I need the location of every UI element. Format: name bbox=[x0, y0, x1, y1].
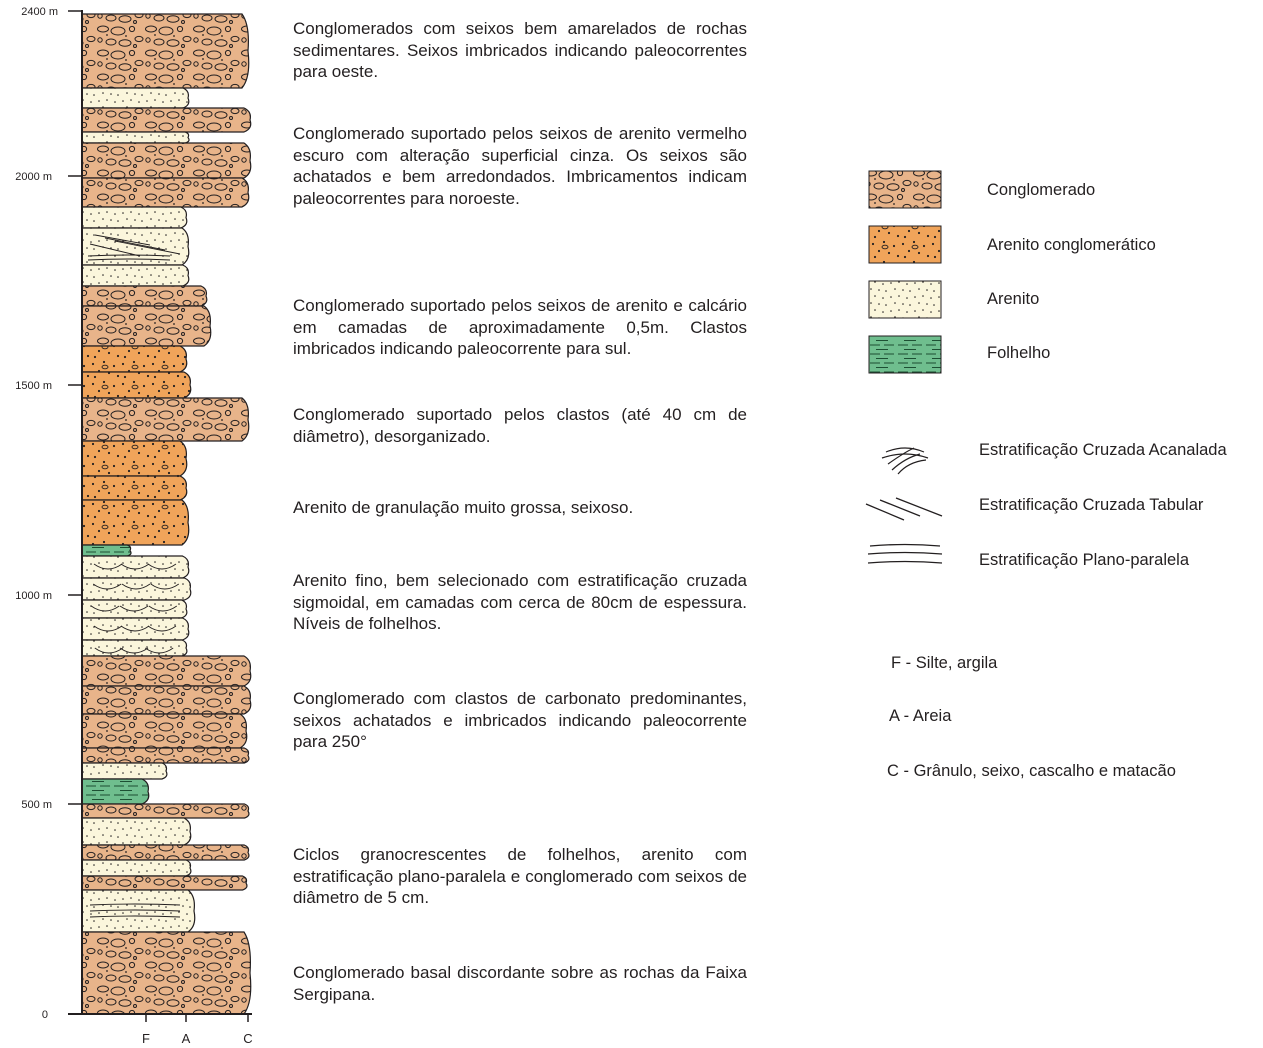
depth-tick-2000: 2000 m bbox=[15, 171, 82, 183]
conglomerate-layer bbox=[82, 286, 207, 306]
pebbly-sandstone-layer bbox=[82, 346, 187, 372]
conglomerate-layer bbox=[82, 876, 247, 890]
grain-tick-A: A bbox=[182, 1014, 191, 1046]
grain-size-legend-A: A - Areia bbox=[889, 707, 951, 726]
description-conglomerado-basal: Conglomerado basal discordante sobre as … bbox=[293, 962, 747, 1005]
conglomerate-layer bbox=[82, 714, 247, 748]
trough-cross-bedding-icon bbox=[882, 448, 928, 474]
description-arenito-seixoso: Arenito de granulação muito grossa, seix… bbox=[293, 497, 747, 519]
conglomerate-layer bbox=[82, 14, 249, 88]
description-conglomerado-arenito-vermelho: Conglomerado suportado pelos seixos de a… bbox=[293, 123, 747, 209]
legend-swatch-conglomerado bbox=[869, 171, 941, 208]
conglomerate-layer bbox=[82, 748, 249, 763]
description-ciclos-granocrescentes: Ciclos granocrescentes de folhelhos, are… bbox=[293, 844, 747, 909]
sandstone-layer bbox=[82, 132, 189, 143]
description-conglomerado-carbonato: Conglomerado com clastos de carbonato pr… bbox=[293, 688, 747, 753]
conglomerate-layer bbox=[82, 686, 251, 714]
sandstone-layer bbox=[82, 88, 189, 108]
conglomerate-layer bbox=[82, 398, 249, 441]
depth-tick-0: 0 bbox=[42, 1009, 48, 1021]
grain-size-legend-C: C - Grânulo, seixo, cascalho e matacão bbox=[887, 762, 1176, 781]
grain-label: C bbox=[243, 1031, 252, 1046]
shale-layer bbox=[82, 545, 131, 556]
pebbly-sandstone-layer bbox=[82, 476, 187, 500]
conglomerate-layer bbox=[82, 143, 251, 178]
grain-tick-C: C bbox=[243, 1014, 252, 1046]
lithology-layers bbox=[82, 14, 251, 1014]
tabular-cross-bedding-icon bbox=[866, 498, 942, 520]
sandstone-layer bbox=[82, 763, 167, 779]
legend-swatch-folhelho bbox=[869, 336, 941, 373]
sandstone-layer bbox=[82, 265, 189, 286]
pebbly-sandstone-layer bbox=[82, 441, 187, 476]
sandstone-layer bbox=[82, 618, 189, 640]
depth-tick-1000: 1000 m bbox=[15, 590, 82, 602]
depth-label: 1000 m bbox=[15, 590, 52, 602]
depth-label: 2000 m bbox=[15, 171, 52, 183]
description-conglomerado-arenito-calcario: Conglomerado suportado pelos seixos de a… bbox=[293, 295, 747, 360]
conglomerate-layer bbox=[82, 932, 251, 1014]
grain-tick-F: F bbox=[142, 1014, 150, 1046]
conglomerate-layer bbox=[82, 845, 249, 860]
plane-parallel-bedding-icon bbox=[868, 545, 942, 564]
description-conglomerados-amarelados: Conglomerados com seixos bem amarelados … bbox=[293, 18, 747, 83]
legend-swatch-arenito bbox=[869, 281, 941, 318]
depth-tick-2400: 2400 m bbox=[21, 6, 82, 18]
description-conglomerado-desorganizado: Conglomerado suportado pelos clastos (at… bbox=[293, 404, 747, 447]
sandstone-layer bbox=[82, 860, 191, 876]
sandstone-layer bbox=[82, 556, 189, 578]
legend-label-arenito-conglomeratico: Arenito conglomerático bbox=[987, 236, 1156, 255]
sandstone-layer bbox=[82, 818, 191, 845]
grain-size-legend-F: F - Silte, argila bbox=[891, 654, 997, 673]
depth-tick-1500: 1500 m bbox=[15, 380, 82, 392]
depth-tick-500: 500 m bbox=[21, 799, 82, 811]
legend-swatch-arenito-conglomeratico bbox=[869, 226, 941, 263]
depth-label: 1500 m bbox=[15, 380, 52, 392]
legend-label-conglomerado: Conglomerado bbox=[987, 181, 1095, 200]
legend-label-cruzada-acanalada: Estratificação Cruzada Acanalada bbox=[979, 441, 1227, 460]
sandstone-layer bbox=[82, 207, 187, 228]
legend-label-folhelho: Folhelho bbox=[987, 344, 1050, 363]
pebbly-sandstone-layer bbox=[82, 500, 189, 545]
conglomerate-layer bbox=[82, 178, 249, 207]
pebbly-sandstone-layer bbox=[82, 372, 191, 398]
depth-label: 2400 m bbox=[21, 6, 58, 18]
conglomerate-layer bbox=[82, 306, 211, 346]
depth-label: 0 bbox=[42, 1009, 48, 1021]
description-arenito-fino: Arenito fino, bem selecionado com estrat… bbox=[293, 570, 747, 635]
conglomerate-layer bbox=[82, 108, 251, 132]
conglomerate-layer bbox=[82, 656, 251, 686]
legend-label-plano-paralela: Estratificação Plano-paralela bbox=[979, 551, 1189, 570]
sandstone-layer bbox=[82, 640, 187, 656]
depth-label: 500 m bbox=[21, 799, 52, 811]
legend-label-arenito: Arenito bbox=[987, 290, 1039, 309]
grain-label: A bbox=[182, 1031, 191, 1046]
legend-label-cruzada-tabular: Estratificação Cruzada Tabular bbox=[979, 496, 1203, 515]
shale-layer bbox=[82, 779, 149, 804]
conglomerate-layer bbox=[82, 804, 249, 818]
grain-label: F bbox=[142, 1031, 150, 1046]
